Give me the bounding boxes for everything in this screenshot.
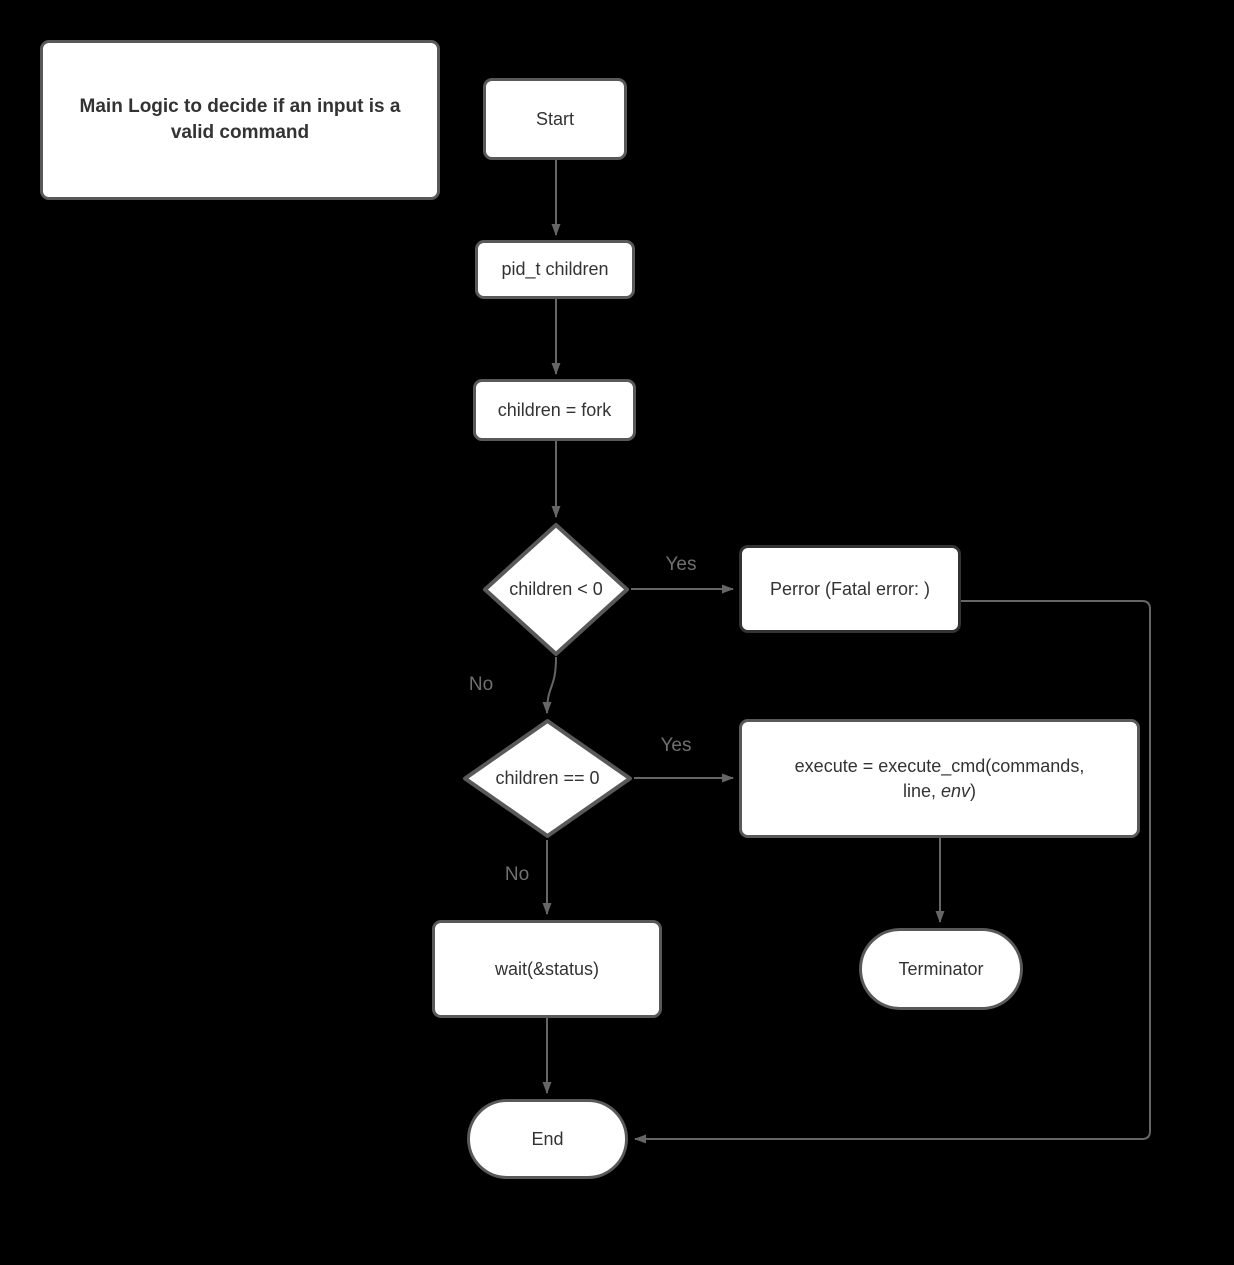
node-declare-children: pid_t children [475, 240, 635, 299]
decision-children-zero-label: children == 0 [495, 768, 600, 788]
node-declare-children-label: pid_t children [501, 259, 609, 280]
edge-label-yes-zero: Yes [660, 735, 692, 756]
node-execute-cmd-label: execute = execute_cmd(commands, line, en… [795, 754, 1085, 803]
execute-env-italic: env [941, 780, 971, 801]
node-perror: Perror (Fatal error: ) [739, 545, 961, 633]
node-execute-cmd: execute = execute_cmd(commands, line, en… [739, 719, 1140, 838]
decision-children-negative: children < 0 [482, 522, 630, 657]
node-wait-status-label: wait(&status) [494, 958, 600, 979]
arrow-perror-to-end [634, 600, 1151, 1144]
node-end-label: End [531, 1128, 564, 1149]
diamond-shape [483, 523, 629, 656]
edge-label-yes-negative: Yes [665, 554, 697, 575]
node-terminator-label: Terminator [898, 958, 984, 979]
diagram-title-text: Main Logic to decide if an input is a va… [79, 96, 401, 143]
edge-label-no-negative: No [468, 674, 494, 695]
diamond-shape [463, 719, 632, 838]
node-end: End [467, 1099, 628, 1179]
node-terminator: Terminator [859, 928, 1023, 1010]
execute-line-2: line, env) [902, 780, 977, 801]
decision-children-negative-label: children < 0 [509, 579, 603, 599]
edge-label-no-zero: No [504, 864, 530, 885]
node-start: Start [483, 78, 627, 160]
decision-children-zero: children == 0 [462, 718, 633, 839]
node-wait-status: wait(&status) [432, 920, 662, 1018]
node-fork-label: children = fork [497, 399, 612, 420]
diagram-title-note: Main Logic to decide if an input is a va… [40, 40, 440, 200]
node-perror-label: Perror (Fatal error: ) [769, 578, 931, 599]
node-start-label: Start [535, 108, 574, 129]
arrow-check-negative-no-to-check-zero [542, 656, 557, 714]
node-fork: children = fork [473, 379, 636, 441]
execute-line-1: execute = execute_cmd(commands, [794, 756, 1085, 777]
